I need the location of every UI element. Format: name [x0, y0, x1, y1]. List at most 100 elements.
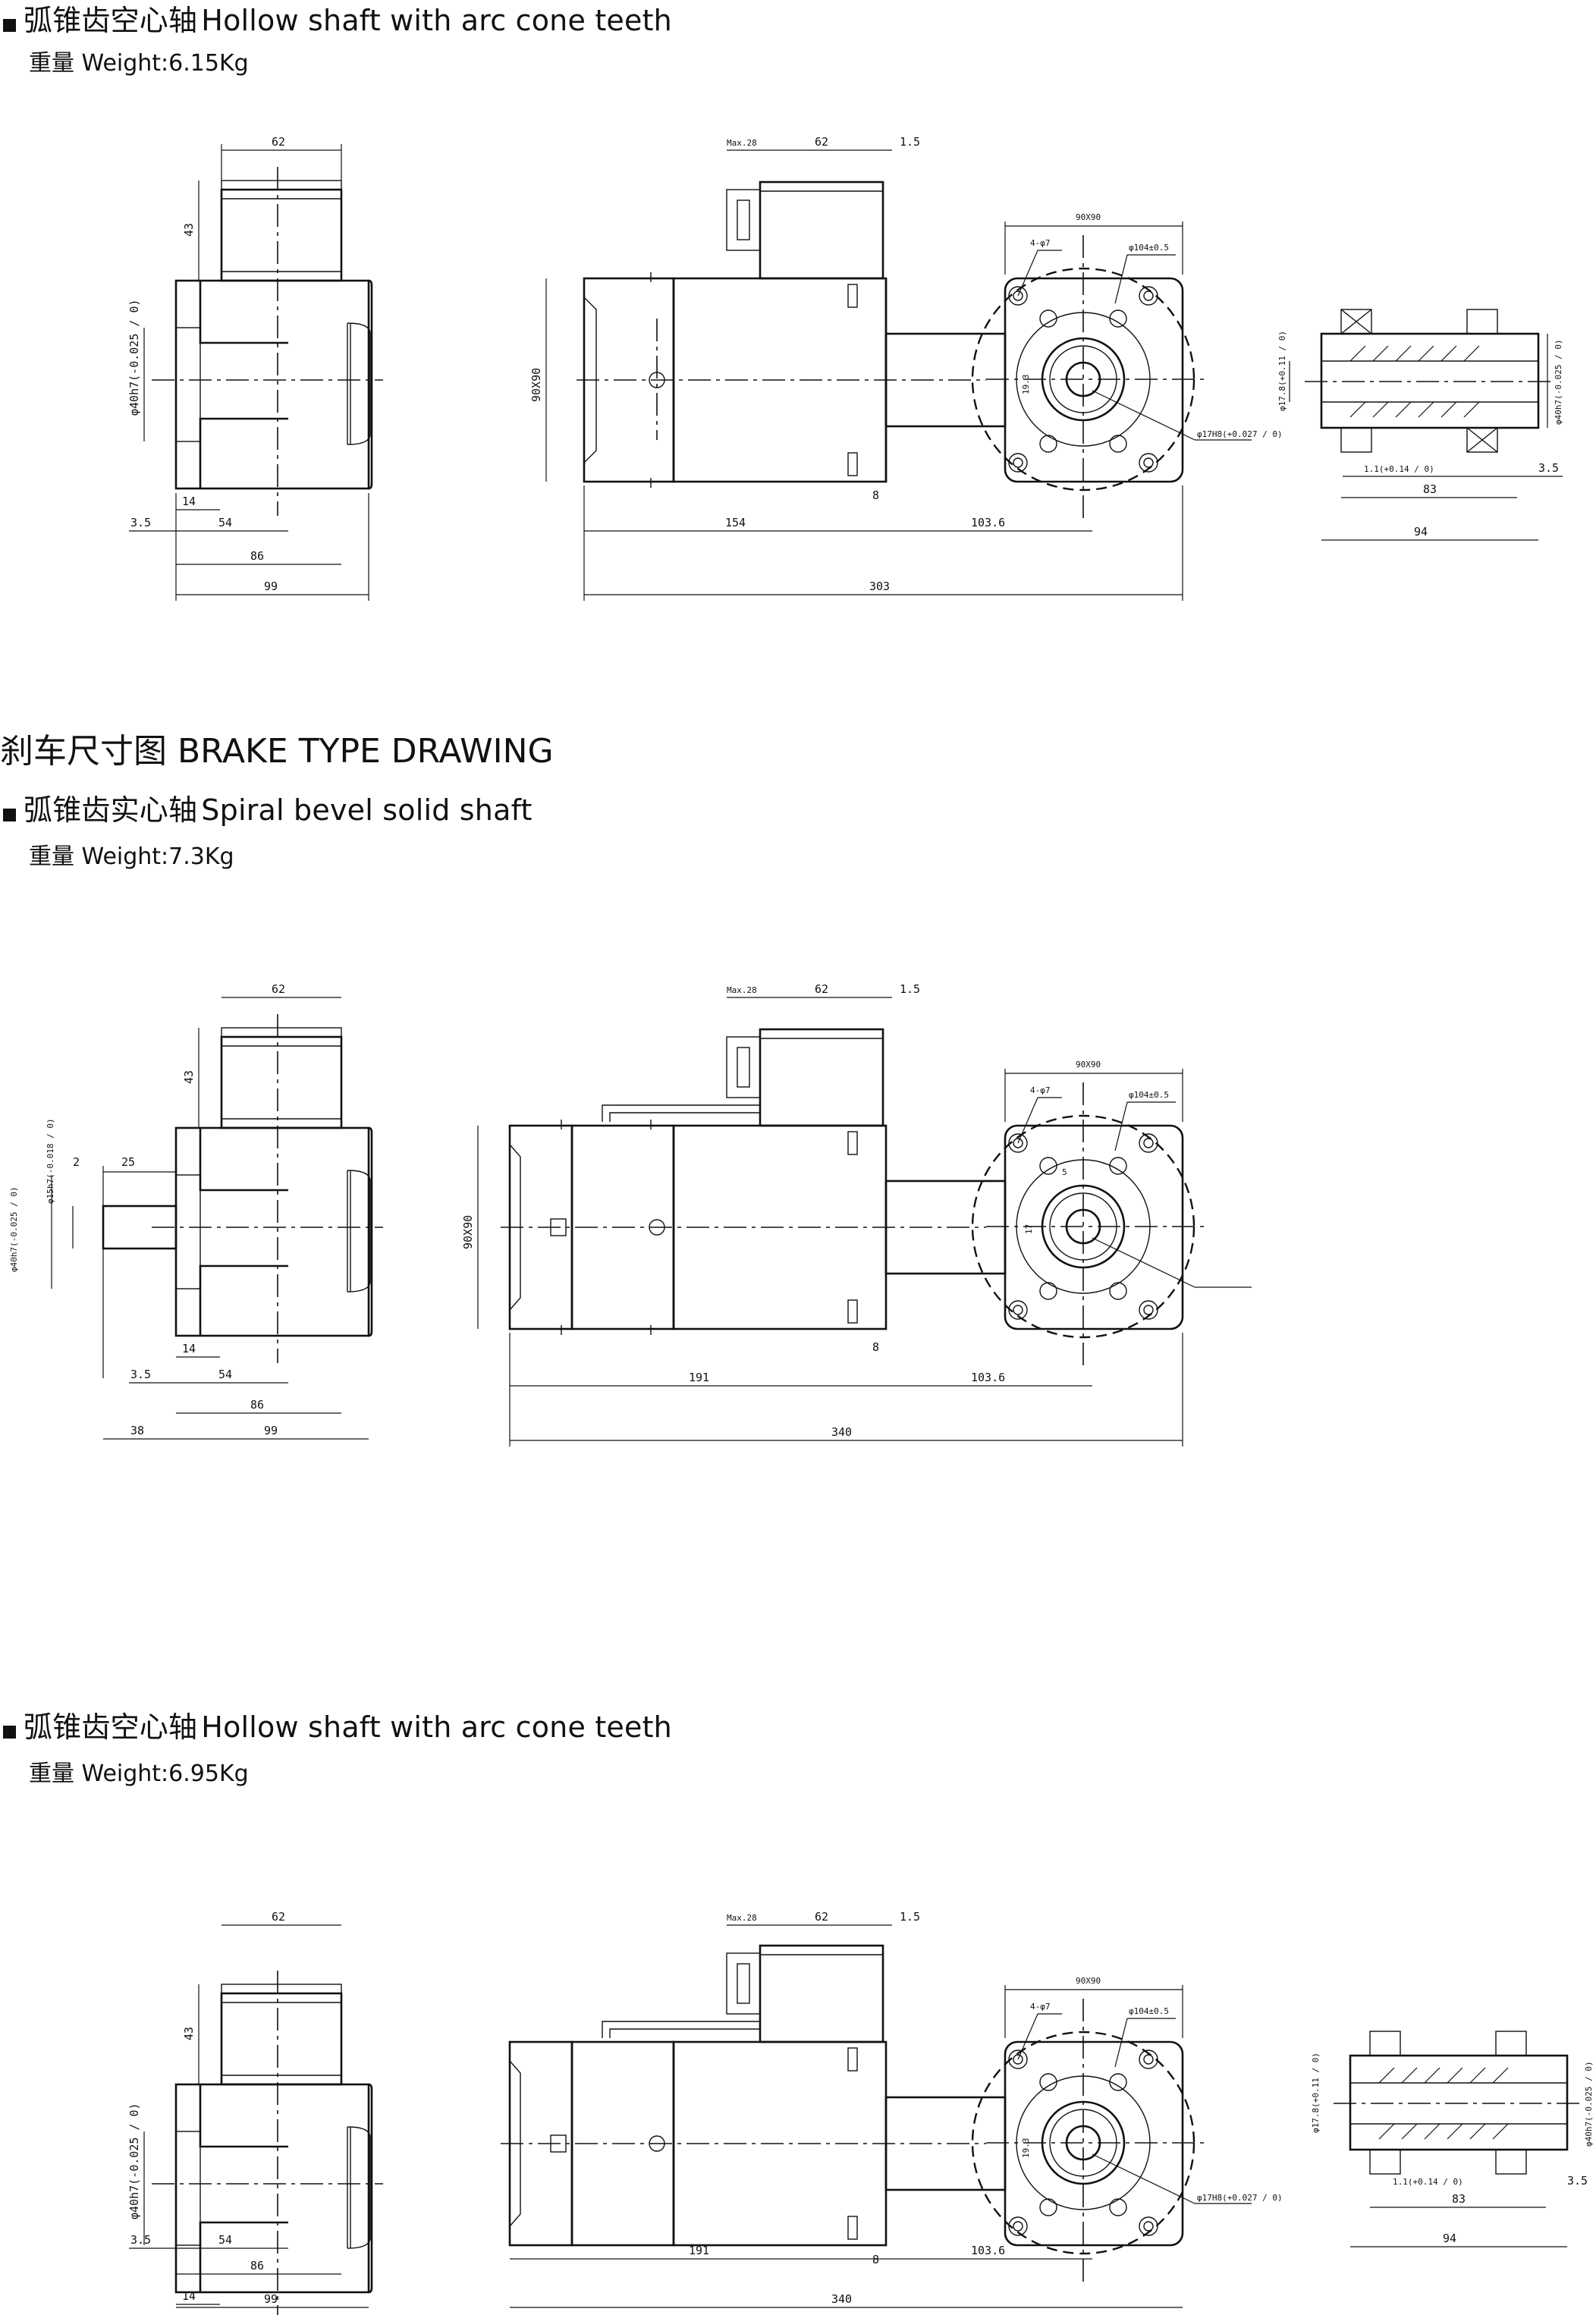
- dim-94-3: 94: [1443, 2232, 1456, 2245]
- dim-86-3: 86: [250, 2259, 264, 2273]
- dim-shaft-40-3: φ40h7(-0.025 / 0): [127, 2103, 141, 2219]
- dim-1-1: 1.1(+0.14 / 0): [1364, 464, 1434, 474]
- dim-max28: Max.28: [727, 138, 757, 148]
- section-3-heading: 弧锥齿空心轴 Hollow shaft with arc cone teeth: [0, 1704, 672, 1745]
- dim-14-3: 14: [182, 2289, 196, 2303]
- dim-54-3: 54: [218, 2233, 232, 2247]
- side-view-1: 62 43 φ40h7(-0.025 / 0) 14 3.5 54 86 99: [127, 135, 385, 601]
- dim-99: 99: [264, 580, 278, 593]
- dim-90x90-flange: 90X90: [1076, 212, 1101, 222]
- dim-90x90-flange-3: 90X90: [1076, 1976, 1101, 1986]
- dim-154: 154: [725, 516, 746, 529]
- dim-43-3: 43: [182, 2027, 196, 2040]
- hollow-shaft-detail-1: φ17.8(+0.11 / 0) φ40h7(-0.025 / 0) 1.1(+…: [1277, 309, 1563, 541]
- side-view-3: 62 43 φ40h7(-0.025 / 0) 14 3.5 54 86 99: [127, 1910, 385, 2315]
- dim-86: 86: [250, 549, 264, 563]
- section-2-weight: 重量 Weight:7.3Kg: [29, 843, 234, 870]
- section-1-title-en: Hollow shaft with arc cone teeth: [201, 4, 672, 37]
- dim-25: 25: [121, 1155, 135, 1169]
- dim-pcd-2: φ104±0.5: [1129, 1090, 1169, 1100]
- dim-17-8-3: φ17.8(+0.11 / 0): [1311, 2053, 1321, 2133]
- dim-43-2: 43: [182, 1070, 196, 1084]
- dim-62-3: 62: [272, 1910, 285, 1924]
- dim-62-2: 62: [272, 982, 285, 996]
- dim-14-2: 14: [182, 1342, 196, 1355]
- dim-99-2: 99: [264, 1424, 278, 1437]
- section-3-title-zh: 弧锥齿空心轴: [24, 1710, 198, 1744]
- dim-3-5-detail: 3.5: [1538, 461, 1559, 475]
- dim-3-5-3: 3.5: [130, 2233, 151, 2247]
- dim-max28-2: Max.28: [727, 985, 757, 995]
- dim-1-5-3: 1.5: [900, 1910, 920, 1924]
- dim-103-6-3: 103.6: [971, 2244, 1005, 2257]
- dim-54-2: 54: [218, 1368, 232, 1381]
- bullet-square-icon: [3, 809, 16, 821]
- dim-90x90: 90X90: [529, 368, 543, 402]
- dim-bore: φ17H8(+0.027 / 0): [1197, 429, 1283, 439]
- dim-14: 14: [182, 495, 196, 508]
- dim-191-3: 191: [689, 2244, 709, 2257]
- flange-view-2: 90X90 4-φ7 φ104±0.5 5 17: [971, 1060, 1253, 1372]
- side-view-2: 2 25 φ15h7(-0.018 / 0) φ40h7(-0.025 / 0)…: [9, 982, 385, 1440]
- dim-8-2: 8: [872, 1340, 879, 1354]
- dim-shaft-40-detail-3: φ40h7(-0.025 / 0): [1584, 2061, 1594, 2147]
- dim-8: 8: [872, 488, 879, 502]
- dim-94: 94: [1414, 525, 1428, 539]
- dim-1-5-2: 1.5: [900, 982, 920, 996]
- dim-1-5: 1.5: [900, 135, 920, 149]
- flange-view-3: 90X90 4-φ7 φ104±0.5 19.3 φ17H8(+0.027 / …: [971, 1976, 1283, 2288]
- dim-holes: 4-φ7: [1030, 238, 1051, 248]
- dim-43: 43: [182, 223, 196, 237]
- dim-holes-2: 4-φ7: [1030, 1085, 1051, 1095]
- bullet-square-icon: [3, 19, 16, 32]
- section-3-title-en: Hollow shaft with arc cone teeth: [201, 1710, 672, 1744]
- dim-54: 54: [218, 516, 232, 529]
- section-3-weight: 重量 Weight:6.95Kg: [29, 1761, 249, 1787]
- dim-bore-3: φ17H8(+0.027 / 0): [1197, 2193, 1283, 2203]
- dim-90x90-2: 90X90: [461, 1215, 475, 1249]
- dim-191: 191: [689, 1371, 709, 1384]
- dim-62b: 62: [815, 135, 828, 149]
- section-2-title-zh: 弧锥齿实心轴: [24, 793, 198, 827]
- dim-17: 17: [1024, 1224, 1034, 1234]
- dim-19-3-3: 19.3: [1021, 2138, 1031, 2159]
- dim-3-5-2: 3.5: [130, 1368, 151, 1381]
- front-view-1: Max.28 62 1.5 90X90 8 154 103.6 303: [529, 135, 1183, 601]
- dim-8-3: 8: [872, 2253, 879, 2266]
- front-view-3: Max.28 62 1.5 8 191 103.6 340: [501, 1910, 1183, 2308]
- dim-86-2: 86: [250, 1398, 264, 1412]
- dim-83: 83: [1423, 482, 1437, 496]
- dim-3-5-detail-3: 3.5: [1567, 2174, 1588, 2188]
- dim-holes-3: 4-φ7: [1030, 2002, 1051, 2012]
- dim-38: 38: [130, 1424, 144, 1437]
- dim-83-3: 83: [1452, 2192, 1466, 2206]
- dim-shaft-40-detail: φ40h7(-0.025 / 0): [1554, 339, 1563, 425]
- dim-max28-3: Max.28: [727, 1913, 757, 1923]
- dim-340-3: 340: [831, 2292, 852, 2306]
- dim-17-8: φ17.8(+0.11 / 0): [1277, 331, 1287, 411]
- dim-shaft-40-2: φ40h7(-0.025 / 0): [9, 1186, 19, 1272]
- dim-103-6: 103.6: [971, 516, 1005, 529]
- section-1-heading: 弧锥齿空心轴 Hollow shaft with arc cone teeth: [0, 0, 672, 39]
- dim-62: 62: [272, 135, 285, 149]
- hollow-shaft-detail-3: φ17.8(+0.11 / 0) φ40h7(-0.025 / 0) 1.1(+…: [1311, 2031, 1594, 2247]
- dim-2: 2: [73, 1155, 80, 1169]
- dim-19-3: 19.3: [1021, 375, 1031, 395]
- dim-1-1-3: 1.1(+0.14 / 0): [1393, 2177, 1463, 2187]
- section-1-title-zh: 弧锥齿空心轴: [24, 4, 198, 37]
- brake-type-heading: 刹车尺寸图 BRAKE TYPE DRAWING: [0, 732, 554, 771]
- dim-5: 5: [1062, 1167, 1067, 1177]
- section-2-title-en: Spiral bevel solid shaft: [201, 793, 533, 827]
- section-1-weight: 重量 Weight:6.15Kg: [29, 50, 249, 77]
- front-view-2: Max.28 62 1.5 90X90 8 191 103.6 340: [461, 982, 1183, 1446]
- bullet-square-icon: [3, 1726, 16, 1739]
- dim-62b-3: 62: [815, 1910, 828, 1924]
- dim-103-6-2: 103.6: [971, 1371, 1005, 1384]
- dim-340: 340: [831, 1425, 852, 1439]
- dim-pcd-3: φ104±0.5: [1129, 2006, 1169, 2016]
- dim-303: 303: [869, 580, 890, 593]
- dim-99-3: 99: [264, 2292, 278, 2306]
- flange-view-1: 90X90 4-φ7 φ104±0.5 19.3 φ17H8(+0.027 / …: [971, 212, 1283, 525]
- dim-shaft-15: φ15h7(-0.018 / 0): [46, 1118, 55, 1204]
